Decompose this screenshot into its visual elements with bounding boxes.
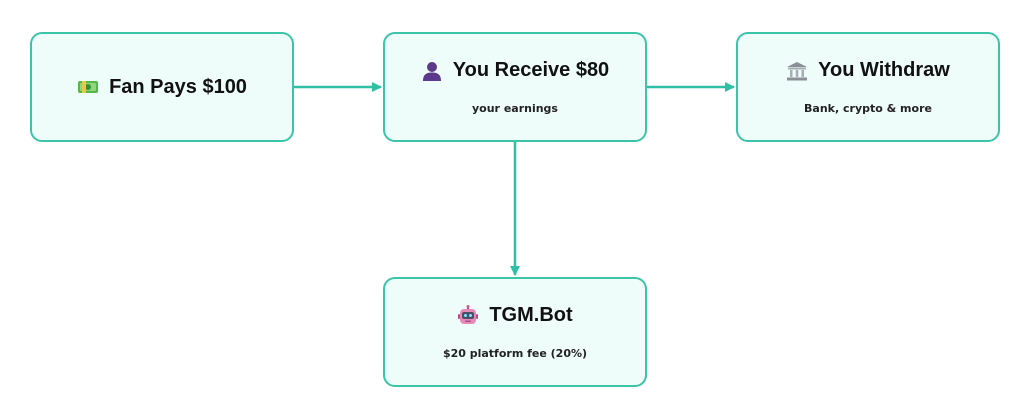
node-title: You Receive $80	[452, 59, 610, 81]
node-title: You Withdraw	[818, 59, 950, 81]
node-subtitle: your earnings	[472, 102, 558, 115]
node-title: TGM.Bot	[489, 304, 573, 326]
node-subtitle: Bank, crypto & more	[804, 102, 932, 115]
node-header: Fan Pays $100	[77, 76, 247, 99]
robot-icon	[457, 304, 479, 327]
node-you-receive: You Receive $80 your earnings	[383, 32, 647, 142]
node-tgm-bot: TGM.Bot $20 platform fee (20%)	[383, 277, 647, 387]
node-header: TGM.Bot	[457, 304, 573, 327]
node-header: You Receive $80	[421, 59, 609, 82]
node-title: Fan Pays $100	[109, 75, 247, 98]
node-you-withdraw: You Withdraw Bank, crypto & more	[736, 32, 1000, 142]
node-fan-pays: Fan Pays $100	[30, 32, 294, 142]
cash-icon	[77, 76, 99, 98]
node-header: You Withdraw	[786, 59, 950, 82]
bank-icon	[786, 60, 808, 82]
node-subtitle: $20 platform fee (20%)	[442, 347, 588, 360]
user-icon	[421, 60, 443, 82]
